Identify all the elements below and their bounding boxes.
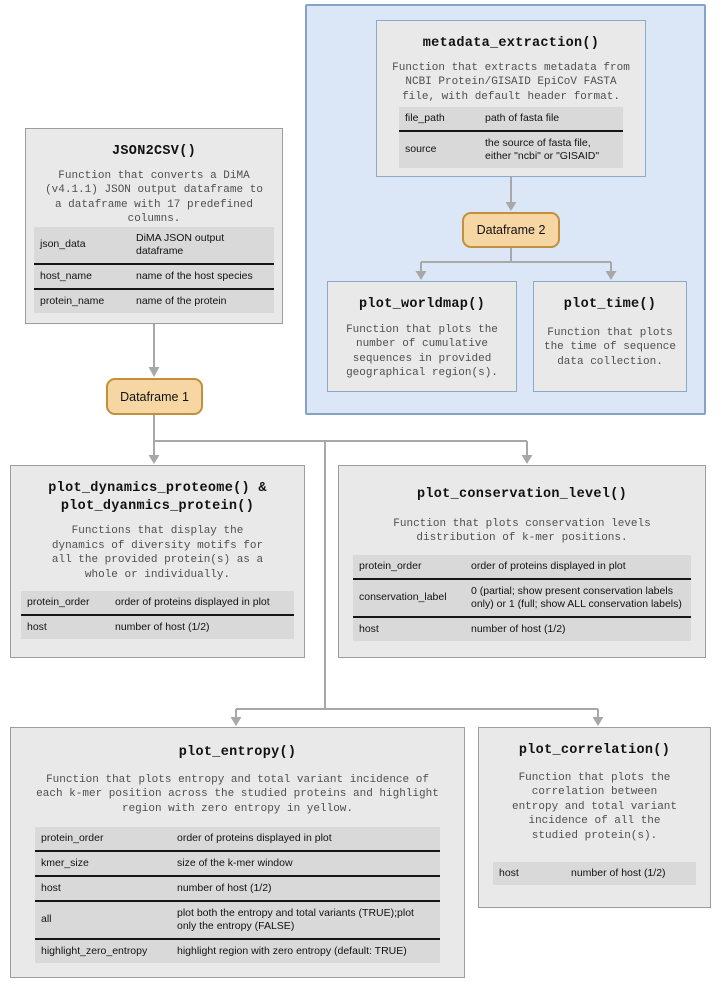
param-name: host — [41, 881, 61, 894]
plot-entropy-box: plot_entropy() Function that plots entro… — [10, 727, 465, 978]
param-row: conservation_label 0 (partial; show pres… — [353, 577, 691, 616]
plot-conservation-params: protein_order order of proteins displaye… — [353, 554, 691, 641]
param-name: protein_order — [27, 595, 90, 608]
param-row: protein_name name of the protein — [34, 287, 274, 313]
param-desc: order of proteins displayed in plot — [471, 559, 626, 572]
param-name: all — [41, 913, 52, 926]
plot-time-description: Function that plots the time of sequence… — [543, 326, 677, 368]
plot-correlation-box: plot_correlation() Function that plots t… — [478, 727, 711, 908]
param-row: host_name name of the host species — [34, 262, 274, 288]
param-name: protein_order — [41, 831, 104, 844]
metadata-extraction-description: Function that extracts metadata from NCB… — [392, 61, 630, 103]
plot-entropy-description: Function that plots entropy and total va… — [36, 773, 439, 815]
param-name: conservation_label — [359, 591, 447, 604]
plot-entropy-title: plot_entropy() — [178, 745, 297, 760]
param-name: source — [405, 143, 437, 156]
arrowhead-dataframe2 — [505, 202, 517, 211]
arrowhead-plot-worldmap — [415, 271, 427, 280]
param-desc: name of the protein — [136, 294, 227, 307]
param-name: highlight_zero_entropy — [41, 944, 148, 957]
arrowhead-plot-time — [605, 271, 617, 280]
metadata-extraction-box: metadata_extraction() Function that extr… — [376, 20, 646, 177]
param-row: source the source of fasta file, either … — [399, 129, 623, 168]
param-desc: 0 (partial; show present conservation la… — [471, 584, 682, 610]
param-desc: size of the k-mer window — [177, 856, 293, 869]
param-row: host number of host (1/2) — [493, 862, 696, 885]
param-row: file_path path of fasta file — [399, 107, 623, 130]
param-name: host_name — [40, 269, 92, 282]
plot-dynamics-title: plot_dynamics_proteome() & plot_dyanmics… — [48, 481, 267, 514]
param-row: host number of host (1/2) — [353, 615, 691, 641]
param-name: protein_order — [359, 559, 422, 572]
json2csv-description: Function that converts a DiMA (v4.1.1) J… — [45, 169, 263, 226]
arrowhead-plot-entropy — [230, 717, 242, 726]
param-desc: number of host (1/2) — [115, 620, 210, 633]
param-desc: name of the host species — [136, 269, 253, 282]
param-name: json_data — [40, 238, 86, 251]
param-name: protein_name — [40, 294, 105, 307]
plot-correlation-title: plot_correlation() — [518, 743, 671, 758]
plot-entropy-params: protein_order order of proteins displaye… — [35, 826, 440, 963]
param-row: protein_order order of proteins displaye… — [35, 827, 440, 850]
param-row: kmer_size size of the k-mer window — [35, 849, 440, 875]
param-row: json_data DiMA JSON output dataframe — [34, 227, 274, 263]
param-name: host — [499, 866, 519, 879]
param-row: protein_order order of proteins displaye… — [21, 591, 294, 614]
plot-correlation-description: Function that plots the correlation betw… — [511, 771, 678, 842]
arrowhead-plot-conservation — [521, 455, 533, 464]
dataframe1-label: Dataframe 1 — [120, 389, 189, 404]
plot-dynamics-params: protein_order order of proteins displaye… — [21, 590, 294, 639]
param-desc: number of host (1/2) — [571, 866, 666, 879]
plot-time-box: plot_time() Function that plots the time… — [533, 281, 687, 392]
connector-dataframe1-branch — [153, 415, 599, 717]
param-desc: number of host (1/2) — [177, 881, 272, 894]
plot-conservation-title: plot_conservation_level() — [416, 487, 628, 502]
plot-conservation-box: plot_conservation_level() Function that … — [338, 465, 706, 658]
param-row: host number of host (1/2) — [21, 613, 294, 639]
dataframe2-node: Dataframe 2 — [462, 212, 560, 248]
plot-dynamics-box: plot_dynamics_proteome() & plot_dyanmics… — [10, 465, 305, 658]
param-desc: highlight region with zero entropy (defa… — [177, 944, 407, 957]
metadata-extraction-title: metadata_extraction() — [422, 36, 600, 51]
plot-worldmap-description: Function that plots the number of cumula… — [346, 323, 498, 380]
plot-worldmap-title: plot_worldmap() — [358, 297, 486, 312]
plot-time-title: plot_time() — [563, 297, 657, 312]
plot-dynamics-description: Functions that display the dynamics of d… — [51, 525, 264, 581]
plot-worldmap-box: plot_worldmap() Function that plots the … — [327, 281, 517, 392]
connector-dataframe2-branch — [420, 248, 612, 272]
param-name: host — [27, 620, 47, 633]
arrowhead-plot-dynamics — [148, 455, 160, 464]
param-row: protein_order order of proteins displaye… — [353, 555, 691, 578]
metadata-extraction-params: file_path path of fasta file source the … — [399, 106, 623, 168]
param-row: host number of host (1/2) — [35, 874, 440, 900]
param-row: all plot both the entropy and total vari… — [35, 899, 440, 938]
arrowhead-plot-correlation — [592, 717, 604, 726]
param-name: file_path — [405, 111, 445, 124]
param-desc: path of fasta file — [485, 111, 560, 124]
plot-conservation-description: Function that plots conservation levels … — [393, 517, 651, 545]
param-name: kmer_size — [41, 856, 89, 869]
json2csv-box: JSON2CSV() Function that converts a DiMA… — [25, 128, 283, 324]
param-desc: number of host (1/2) — [471, 622, 566, 635]
param-desc: order of proteins displayed in plot — [177, 831, 332, 844]
param-row: highlight_zero_entropy highlight region … — [35, 937, 440, 963]
arrowhead-dataframe1 — [148, 367, 160, 377]
json2csv-params: json_data DiMA JSON output dataframe hos… — [34, 226, 274, 313]
dataframe1-node: Dataframe 1 — [106, 378, 203, 415]
dataframe2-label: Dataframe 2 — [476, 223, 546, 237]
param-desc: the source of fasta file, either "ncbi" … — [485, 136, 600, 162]
param-desc: order of proteins displayed in plot — [115, 595, 270, 608]
json2csv-title: JSON2CSV() — [111, 144, 196, 159]
param-desc: DiMA JSON output dataframe — [136, 231, 225, 257]
plot-correlation-params: host number of host (1/2) — [493, 861, 696, 885]
param-desc: plot both the entropy and total variants… — [177, 906, 414, 932]
param-name: host — [359, 622, 379, 635]
